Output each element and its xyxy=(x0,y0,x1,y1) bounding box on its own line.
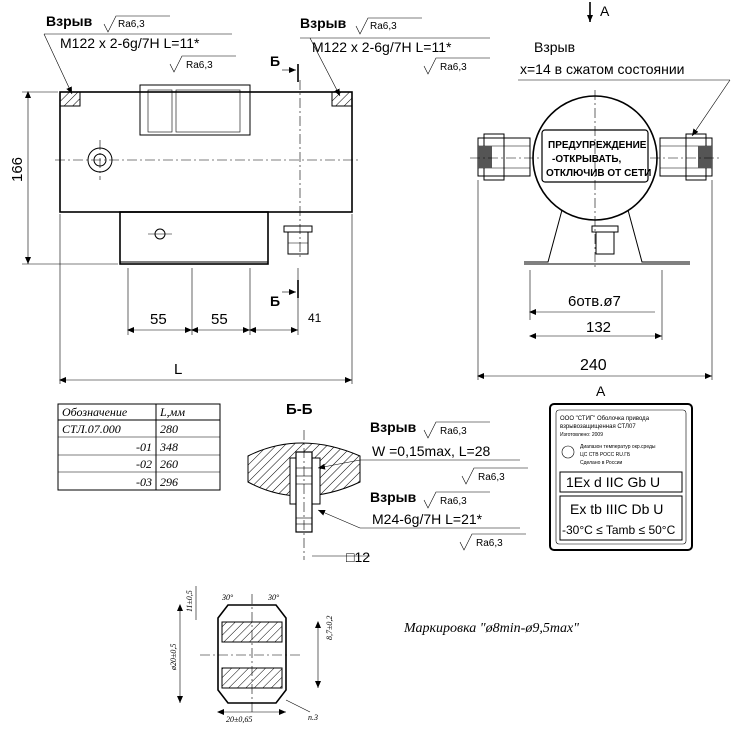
plate-view-label: А xyxy=(596,383,606,399)
lower-box xyxy=(119,211,269,265)
callout-right-roughness: Ra6,3 xyxy=(370,21,397,32)
callout-left-label: Взрыв xyxy=(46,13,93,29)
dim-132: 132 xyxy=(586,319,611,336)
section-mark-top: Б xyxy=(270,53,280,69)
bushing-dim-bottom: 20±0,65 xyxy=(226,715,252,724)
dim-55-b: 55 xyxy=(211,311,228,328)
dim-240: 240 xyxy=(580,357,607,374)
table-header-length: L,мм xyxy=(159,405,185,419)
bushing-dim-left-top: 11±0,5 xyxy=(185,590,194,612)
bushing-dim-left: ø20±0,5 xyxy=(169,644,178,671)
bushing-angle-2: 30° xyxy=(267,593,280,602)
holes-dim: 6отв.ø7 xyxy=(568,293,621,310)
side-callout-label: Взрыв xyxy=(534,39,575,55)
bb-callout2-label: Взрыв xyxy=(370,489,417,505)
bb-callout1-roughness: Ra6,3 xyxy=(440,426,467,437)
marking-note: Маркировка "ø8min-ø9,5max" xyxy=(403,621,579,636)
warning-line-3: ОТКЛЮЧИВ ОТ СЕТИ xyxy=(546,168,651,179)
front-view: 166 55 55 41 L Б Б Взрыв Ra6,3 M122 x 2-… xyxy=(9,13,490,384)
dim-55-a: 55 xyxy=(150,311,167,328)
bushing-detail: 30° 30° 11±0,5 ø20±0,5 8,7±0,2 20±0,65 п… xyxy=(169,586,334,724)
bushing-dim-right: 8,7±0,2 xyxy=(325,616,334,640)
plate-mid-2: ЦС СТВ РОСС RU.ГБ xyxy=(580,452,631,458)
plate-marking-1: 1Ex d IIC Gb U xyxy=(566,474,660,490)
hatched-flange-left xyxy=(59,91,81,107)
size-table: Обозначение L,мм СТЛ.07.000 280 -01 348 … xyxy=(57,403,221,491)
plate-company-2: взрывозащищенная СТЛ07 xyxy=(560,424,636,430)
bb-callout1-roughness2: Ra6,3 xyxy=(478,472,505,483)
plate-mid-1: Диапазон температур окр.среды xyxy=(580,444,656,450)
section-mark-bottom: Б xyxy=(270,293,280,309)
bb-callout2-text: M24-6g/7H L=21* xyxy=(372,511,483,527)
table-cell: 280 xyxy=(160,422,178,436)
plate-marking-2: Ex tb IIIC Db U xyxy=(570,501,663,517)
square-dim: □12 xyxy=(346,549,370,565)
plate-company-3: Изготовлено: 2009 xyxy=(560,432,603,438)
section-bb: Б-Б □12 Взрыв Ra6,3 W =0,15max, L=28 Ra6… xyxy=(247,401,528,565)
callout-left-roughness: Ra6,3 xyxy=(118,19,145,30)
bb-callout2-roughness: Ra6,3 xyxy=(440,496,467,507)
table-cell: 348 xyxy=(159,440,178,454)
dim-41: 41 xyxy=(308,311,322,325)
callout-right-thread: M122 x 2-6g/7H L=11* xyxy=(312,39,452,55)
callout-right-label: Взрыв xyxy=(300,15,347,31)
callout-left-thread: M122 x 2-6g/7H L=11* xyxy=(60,35,200,51)
height-dim: 166 xyxy=(9,157,26,182)
table-cell: -01 xyxy=(136,440,152,454)
callout-right-roughness2: Ra6,3 xyxy=(440,62,467,73)
table-cell: СТЛ.07.000 xyxy=(62,422,121,436)
table-cell: 296 xyxy=(160,475,178,489)
housing-outline xyxy=(59,91,353,213)
bushing-angle-1: 30° xyxy=(221,593,234,602)
hatched-flange-right xyxy=(331,91,353,107)
table-header-designation: Обозначение xyxy=(62,405,128,419)
section-bb-title: Б-Б xyxy=(286,401,313,418)
side-view: А ПРЕДУПРЕЖДЕНИЕ -ОТКРЫВАТЬ, ОТКЛЮЧИВ ОТ… xyxy=(470,2,731,380)
table-cell: -02 xyxy=(136,457,152,471)
bb-callout2-roughness2: Ra6,3 xyxy=(476,538,503,549)
plate-company-1: ООО "СТИГ" Оболочка привода xyxy=(560,416,650,422)
plate-marking-3: -30°C ≤ Tamb ≤ 50°C xyxy=(562,523,676,537)
bb-callout1-text: W =0,15max, L=28 xyxy=(372,443,491,459)
side-callout-text: x=14 в сжатом состоянии xyxy=(520,61,684,77)
bushing-dim-p3: п.3 xyxy=(308,713,318,722)
ex-mark-icon xyxy=(561,445,575,459)
view-arrow-a: А xyxy=(600,3,610,19)
table-cell: 260 xyxy=(160,457,178,471)
nameplate: А ООО "СТИГ" Оболочка привода взрывозащи… xyxy=(549,383,693,551)
dim-L: L xyxy=(174,361,182,378)
plate-mid-3: Сделано в России xyxy=(580,460,623,466)
warning-line-2: -ОТКРЫВАТЬ, xyxy=(552,154,622,165)
callout-left-roughness2: Ra6,3 xyxy=(186,60,213,71)
table-cell: -03 xyxy=(136,475,152,489)
bb-callout1-label: Взрыв xyxy=(370,419,417,435)
warning-line-1: ПРЕДУПРЕЖДЕНИЕ xyxy=(548,140,647,151)
